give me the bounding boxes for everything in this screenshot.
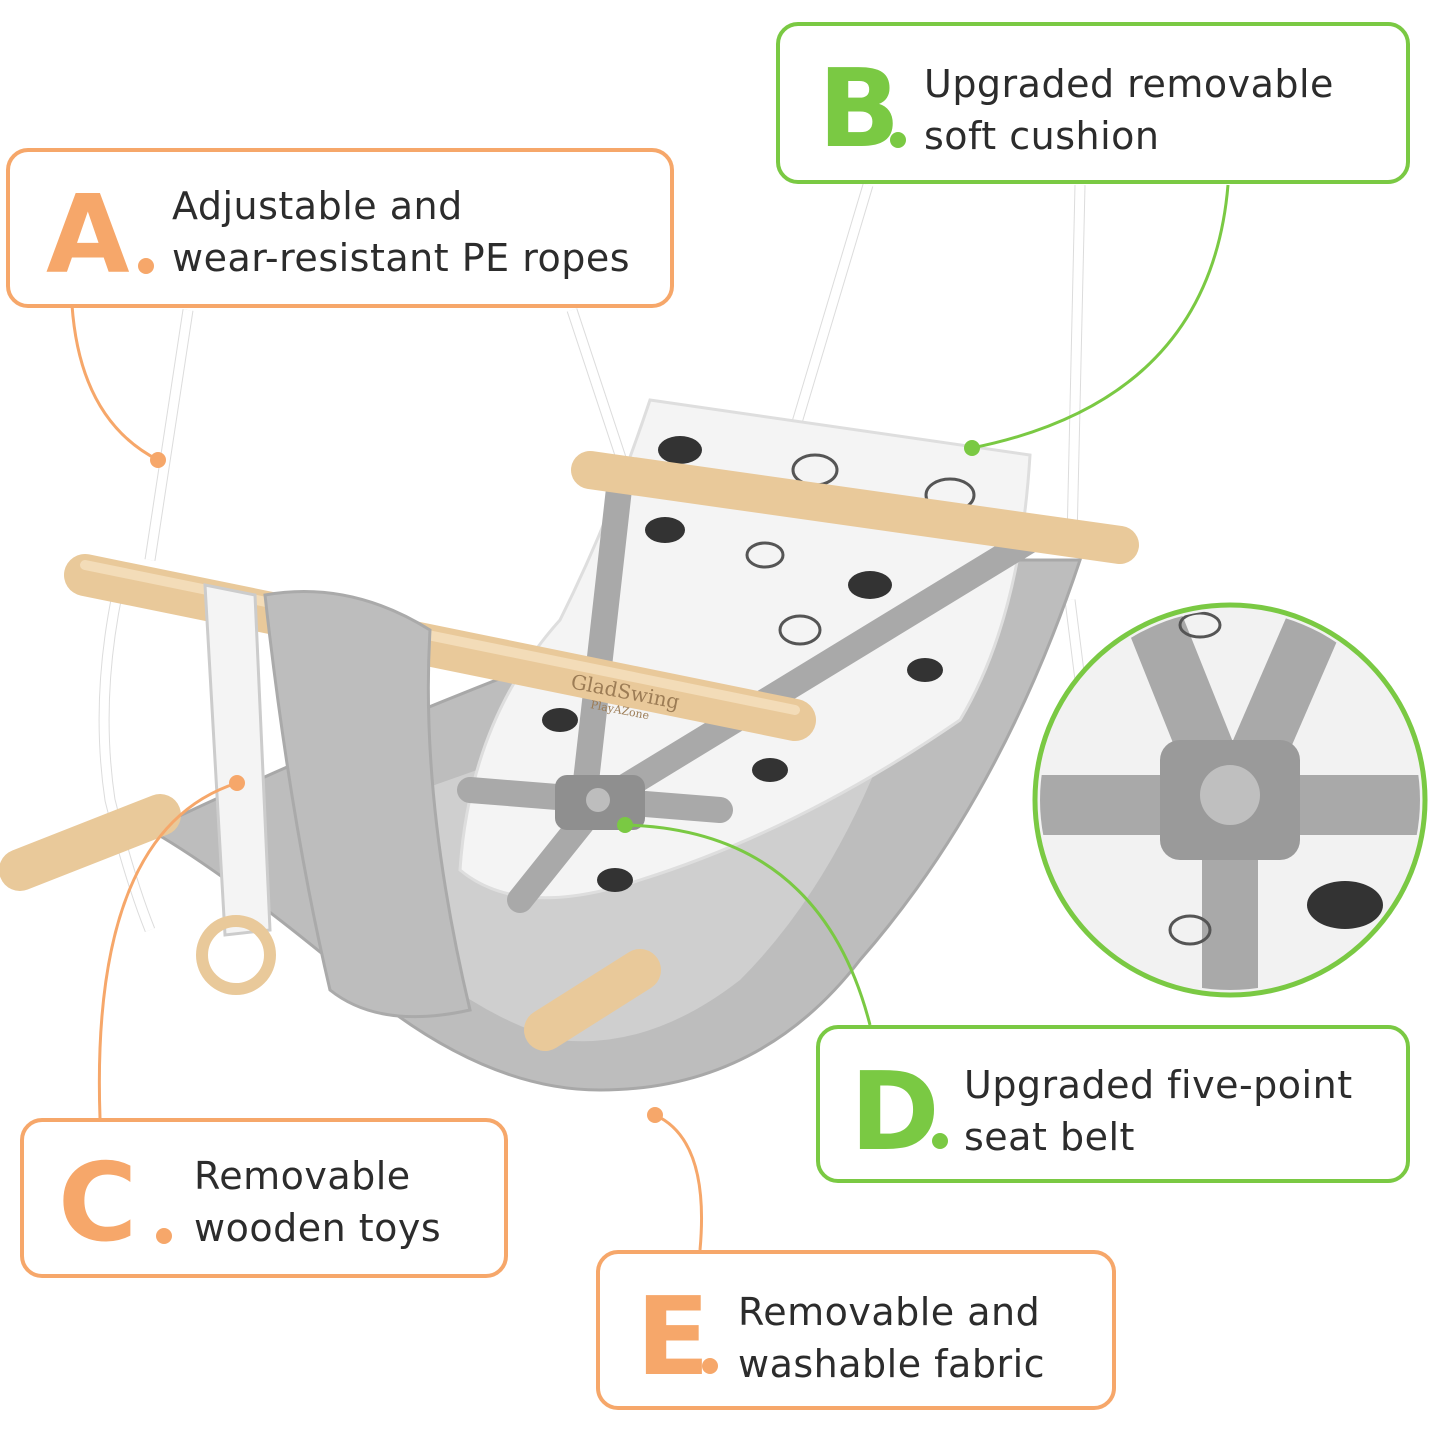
seat-belt-closeup-inset bbox=[1032, 602, 1428, 998]
callout-b-line1: Upgraded removable bbox=[924, 62, 1334, 106]
cloud-pattern bbox=[542, 436, 943, 892]
callout-a-letter: A bbox=[46, 173, 130, 298]
callout-e-line2: washable fabric bbox=[738, 1342, 1046, 1386]
callout-e: E Removable and washable fabric bbox=[596, 1250, 1116, 1410]
callout-b-letter: B bbox=[818, 47, 900, 172]
callout-b-text: Upgraded removable soft cushion bbox=[924, 58, 1334, 162]
callout-a-line1: Adjustable and bbox=[172, 184, 463, 228]
callout-c-line2: wooden toys bbox=[194, 1206, 442, 1250]
callout-b-dot bbox=[890, 132, 906, 148]
callout-a-dot bbox=[138, 258, 154, 274]
callout-d: D Upgraded five-point seat belt bbox=[816, 1025, 1410, 1183]
callout-d-text: Upgraded five-point seat belt bbox=[964, 1059, 1353, 1163]
toy-strap bbox=[203, 583, 272, 937]
callout-a-text: Adjustable and wear-resistant PE ropes bbox=[172, 180, 630, 284]
front-fabric-band bbox=[263, 590, 472, 1019]
callout-d-letter: D bbox=[850, 1050, 940, 1175]
callout-b-line2: soft cushion bbox=[924, 114, 1160, 158]
wooden-bars bbox=[0, 451, 1139, 1051]
callout-a-line2: wear-resistant PE ropes bbox=[172, 236, 631, 280]
callout-d-line2: seat belt bbox=[964, 1115, 1135, 1159]
callout-c-letter: C bbox=[58, 1141, 137, 1266]
callout-e-text: Removable and washable fabric bbox=[738, 1286, 1045, 1390]
callout-e-dot bbox=[702, 1358, 718, 1374]
callout-e-letter: E bbox=[636, 1275, 710, 1400]
callout-b: B Upgraded removable soft cushion bbox=[776, 22, 1410, 184]
callout-c: C Removable wooden toys bbox=[20, 1118, 508, 1278]
callout-d-line1: Upgraded five-point bbox=[964, 1063, 1353, 1107]
callout-c-text: Removable wooden toys bbox=[194, 1150, 441, 1254]
callout-c-dot bbox=[156, 1228, 172, 1244]
callout-e-line1: Removable and bbox=[738, 1290, 1041, 1334]
wooden-ring-toy bbox=[196, 915, 276, 995]
callout-d-dot bbox=[932, 1133, 948, 1149]
callout-a: A Adjustable and wear-resistant PE ropes bbox=[6, 148, 674, 308]
callout-c-line1: Removable bbox=[194, 1154, 411, 1198]
